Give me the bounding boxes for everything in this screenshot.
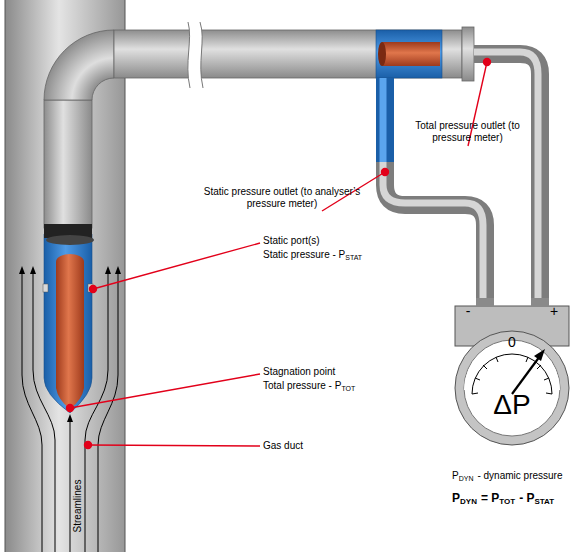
streamline [98,270,118,552]
illustration-part [464,340,560,436]
part-label-line: Static port(s) [263,235,320,247]
break-edge [188,22,203,88]
outlet-label: Total pressure outlet (to pressure meter… [415,120,520,143]
part-label-line: Gas duct [263,440,303,452]
formula: TOT [499,497,515,506]
cutaway-outer [376,30,442,78]
static-line [383,78,485,308]
total-tube-shine [474,52,538,308]
stem-tube [44,100,92,228]
formula: = P [481,491,499,505]
static-tube-cut [376,78,394,162]
outlet-label-line: Static pressure outlet (to analyser’s pr… [200,186,364,210]
tube-end-cap [462,27,474,81]
formula: DYN [460,497,477,506]
illustration-part [544,378,549,380]
duct-wall [5,0,125,552]
illustration-part [496,357,498,362]
illustration-part [534,349,545,361]
gas-duct [5,0,125,552]
formula-line: PDYN = PTOT - PSTAT [452,491,554,506]
pressure-label-line: Static pressure - PSTAT [263,249,362,261]
part-label: Gas duct [263,440,303,451]
total-tube [474,54,540,308]
part-label: Static port(s) [263,235,320,246]
part-label: Stagnation point [263,366,335,377]
static-port [43,284,48,292]
illustration-part [472,393,478,394]
dynamic-label-line: PDYN- dynamic pressure [452,470,562,482]
dial-zero: 0 [502,334,522,350]
formula: - P [519,491,534,505]
static-tube-shine [383,160,483,308]
leader-lines [67,59,491,449]
illustration-part [546,393,552,394]
part-label-line: Stagnation point [263,366,335,378]
cutaway-end [378,42,386,66]
plus-port: + [546,303,562,319]
formula: P [452,491,460,505]
illustration-part [512,356,540,394]
illustration-part [526,357,528,362]
pressure-label: STAT [345,254,362,261]
tube-break [188,22,203,88]
illustration-part [476,298,494,307]
formula: STAT [534,497,554,506]
streamline [22,270,42,552]
illustration-part [455,331,569,445]
pressure-gauge: - +0ΔP [452,298,572,450]
leader-dot [67,405,74,412]
outlet-label: Static pressure outlet (to analyser’s pr… [204,186,360,209]
leader-dot [382,169,389,176]
pressure-label: TOT [341,385,355,392]
dynamic-label: - dynamic pressure [477,470,562,481]
probe-tip [43,224,94,413]
leader-line [70,374,260,408]
dynamic-label: DYN [459,475,474,482]
stem-bend [44,30,114,100]
leader-dot [484,59,491,66]
streamline [70,418,71,552]
total-line [474,52,540,308]
dynamic-label: P [452,470,459,481]
illustration-part [472,357,552,394]
illustration-part [483,365,487,369]
pressure-label: Static pressure - P [263,249,345,260]
streamlines-label-line: Streamlines [72,461,84,551]
inner-tube [56,254,84,409]
cap-edge [46,235,94,245]
cutaway-inner [382,42,440,66]
leader-dot [90,286,97,293]
illustration-part [475,378,480,380]
horizontal-tube [114,30,462,78]
leader-dot [85,442,92,449]
streamlines-label: Streamlines [72,480,83,533]
static-tube-cut-shine [380,78,387,162]
pressure-label: Total pressure - P [263,380,341,391]
static-tube [385,160,485,308]
minus-port: - [460,303,476,319]
gauge-body [452,298,572,450]
leader-line [88,445,260,446]
outlet-label-line: Total pressure outlet (to pressure meter… [405,120,530,144]
delta-p-symbol: ΔP [472,390,552,420]
outer-sleeve [44,234,92,413]
leader-line [93,243,260,289]
illustration-part [537,365,541,369]
pressure-label-line: Total pressure - PTOT [263,380,355,392]
illustration-part [531,298,549,307]
